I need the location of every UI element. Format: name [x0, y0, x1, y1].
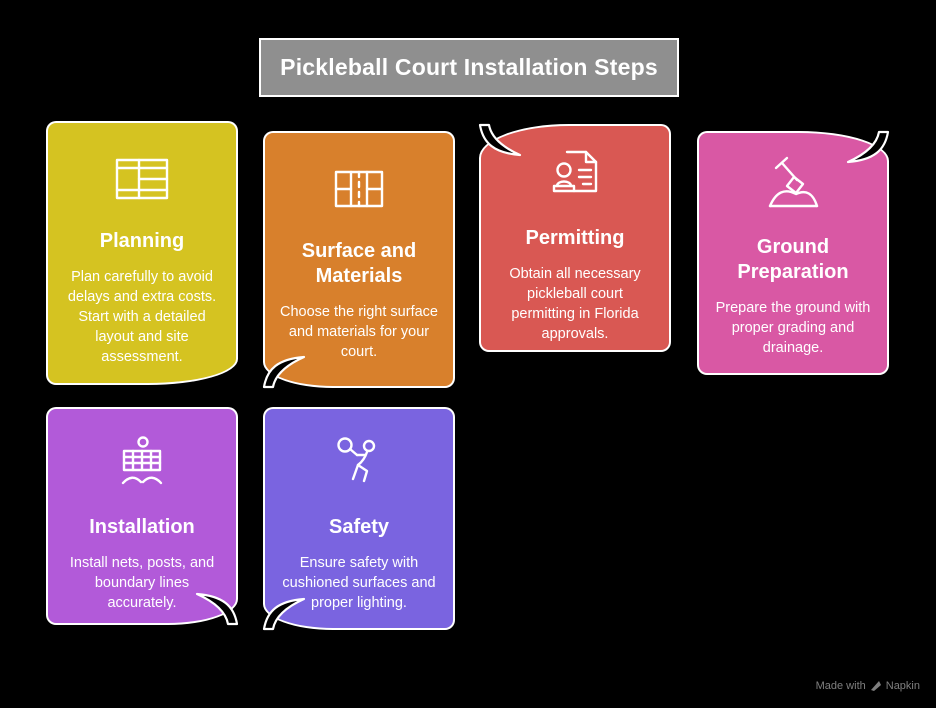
card-planning: Planning Plan carefully to avoid delays …	[46, 121, 238, 385]
card-body: Obtain all necessary pickleball court pe…	[509, 266, 641, 342]
page-curl-fold	[478, 123, 522, 157]
card-body: Plan carefully to avoid delays and extra…	[67, 269, 217, 365]
page-curl-fold	[262, 355, 306, 389]
court-plan-icon	[115, 158, 169, 200]
card-surface-materials: Surface and Materials Choose the right s…	[262, 131, 455, 389]
card-body: Prepare the ground with proper grading a…	[715, 300, 871, 356]
card-installation: Installation Install nets, posts, and bo…	[46, 407, 239, 626]
page-curl-fold	[195, 592, 239, 626]
brand-label: Napkin	[885, 680, 920, 692]
title-banner: Pickleball Court Installation Steps	[259, 38, 679, 97]
page-curl-fold	[262, 597, 306, 631]
card-safety: Safety Ensure safety with cushioned surf…	[262, 407, 455, 631]
net-ball-icon	[121, 436, 163, 485]
made-with-label: Made with	[815, 680, 866, 692]
card-title: Surface and Materials	[301, 240, 417, 287]
card-title: Safety	[328, 516, 390, 538]
napkin-pen-icon	[870, 681, 881, 691]
card-permitting: Permitting Obtain all necessary pickleba…	[478, 123, 671, 352]
card-title: Installation	[89, 516, 195, 538]
card-body: Ensure safety with cushioned surfaces an…	[282, 555, 436, 611]
shovel-icon	[768, 156, 819, 208]
card-title: Planning	[99, 230, 185, 252]
card-ground-preparation: Ground Preparation Prepare the ground wi…	[697, 130, 890, 375]
attribution: Made with Napkin	[816, 680, 920, 692]
card-body: Choose the right surface and materials f…	[280, 304, 438, 360]
court-surface-icon	[334, 170, 384, 208]
card-body: Install nets, posts, and boundary lines …	[69, 555, 215, 611]
page-title: Pickleball Court Installation Steps	[280, 54, 658, 80]
player-icon	[337, 437, 376, 483]
page-curl-fold	[846, 130, 890, 164]
card-title: Ground Preparation	[737, 236, 849, 283]
card-title: Permitting	[525, 227, 625, 249]
stamp-document-icon	[552, 150, 598, 193]
